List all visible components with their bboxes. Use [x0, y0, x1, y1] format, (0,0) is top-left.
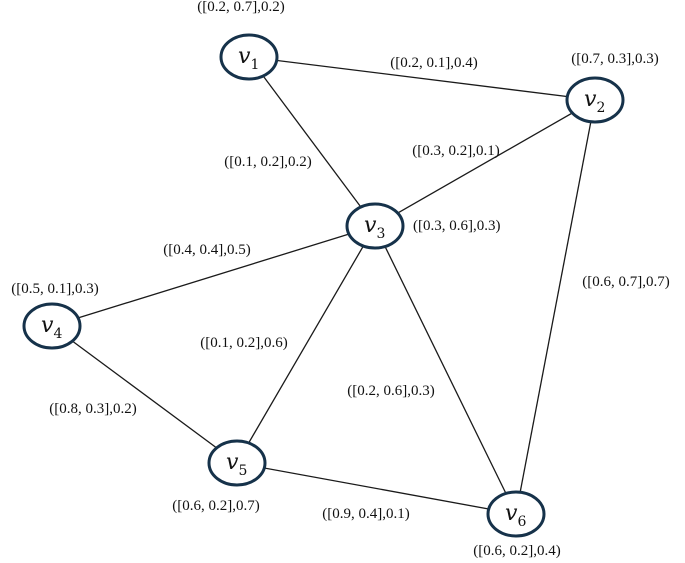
- node-circle-v2: [565, 76, 625, 124]
- node-index-v4: 4: [53, 326, 62, 342]
- node-symbol-v2: v: [584, 87, 597, 112]
- node-weight-v1: ([0.2, 0.7],0.2): [197, 0, 284, 15]
- node-index-v2: 2: [596, 100, 605, 116]
- node-index-v5: 5: [238, 463, 247, 479]
- node-label-v3: v3: [364, 213, 385, 242]
- node-label-v2: v2: [584, 87, 605, 116]
- node-v4: v4: [22, 302, 82, 350]
- node-index-v1: 1: [250, 57, 259, 73]
- node-weight-v5: ([0.6, 0.2],0.7): [172, 498, 259, 514]
- edge-weight-v1-v2: ([0.2, 0.1],0.4): [390, 55, 477, 71]
- edge-v4-v5: [51, 325, 238, 464]
- node-symbol-v5: v: [226, 450, 239, 475]
- node-weight-v6: ([0.6, 0.2],0.4): [473, 543, 560, 559]
- node-circle-v4: [22, 302, 82, 350]
- node-circle-v5: [207, 439, 267, 487]
- node-v2: v2: [565, 76, 625, 124]
- edge-weight-v2-v3: ([0.3, 0.2],0.1): [412, 143, 499, 159]
- node-index-v3: 3: [376, 226, 385, 242]
- node-label-v4: v4: [41, 313, 62, 342]
- edge-weight-v4-v5: ([0.8, 0.3],0.2): [49, 401, 136, 417]
- edge-weight-v3-v5: ([0.1, 0.2],0.6): [200, 335, 287, 351]
- edge-v3-v4: [51, 225, 376, 327]
- node-v3: v3: [345, 202, 405, 250]
- node-circle-v6: [486, 490, 546, 538]
- node-label-v6: v6: [505, 501, 526, 530]
- node-weight-v3: ([0.3, 0.6],0.3): [413, 218, 500, 234]
- node-circle-v3: [345, 202, 405, 250]
- edge-v1-v2: [248, 56, 596, 101]
- edge-weight-v2-v6: ([0.6, 0.7],0.7): [582, 274, 669, 290]
- edge-weight-v5-v6: ([0.9, 0.4],0.1): [322, 506, 409, 522]
- node-symbol-v1: v: [238, 44, 251, 69]
- node-label-v1: v1: [238, 44, 259, 73]
- node-symbol-v4: v: [41, 313, 54, 338]
- node-v6: v6: [486, 490, 546, 538]
- edge-weight-v3-v4: ([0.4, 0.4],0.5): [163, 242, 250, 258]
- node-label-v5: v5: [226, 450, 247, 479]
- node-weight-v4: ([0.5, 0.1],0.3): [11, 281, 98, 297]
- node-index-v6: 6: [517, 514, 526, 530]
- edge-v1-v3: [248, 56, 376, 227]
- labels-layer: ([0.2, 0.1],0.4) ([0.1, 0.2],0.2) ([0.3, 0…: [11, 0, 669, 559]
- edge-v5-v6: [236, 462, 517, 515]
- edge-v2-v6: [515, 99, 596, 515]
- node-symbol-v3: v: [364, 213, 377, 238]
- edge-v3-v6: [374, 225, 517, 515]
- node-v5: v5: [207, 439, 267, 487]
- node-weight-v2: ([0.7, 0.3],0.3): [571, 51, 658, 67]
- edge-weight-v3-v6: ([0.2, 0.6],0.3): [347, 383, 434, 399]
- node-v1: v1: [219, 33, 279, 81]
- edge-v2-v3: [374, 99, 596, 227]
- node-symbol-v6: v: [505, 501, 518, 526]
- node-circle-v1: [219, 33, 279, 81]
- edges-layer: [51, 56, 596, 515]
- edge-weight-v1-v3: ([0.1, 0.2],0.2): [224, 154, 311, 170]
- edge-v3-v5: [236, 225, 376, 464]
